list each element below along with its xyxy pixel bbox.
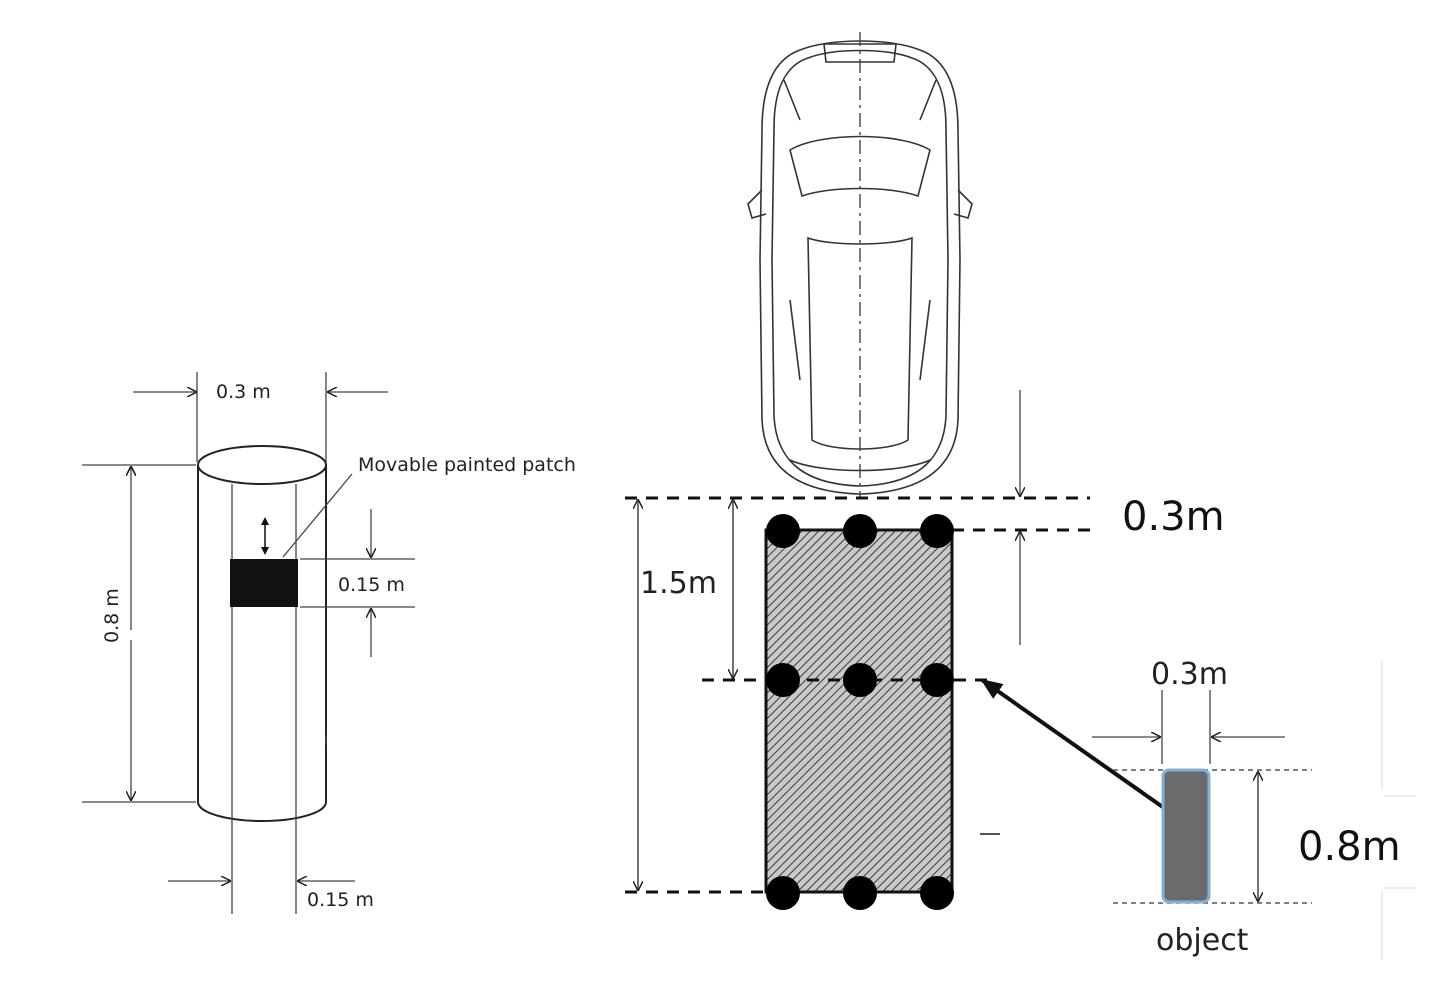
test-point [843,663,877,697]
top-gap-label: 0.3m [1122,494,1225,540]
painted-patch [230,559,298,607]
test-point [843,514,877,548]
test-point [843,876,877,910]
cylinder-width-dimension: 0.3 m [133,372,388,462]
object-label: object [1156,923,1249,958]
patch-height-label: 0.15 m [338,574,405,596]
test-point [920,514,954,548]
object-width-label: 0.3m [1151,657,1228,692]
zone-depth-label: 1.5m [640,566,717,601]
car-top-view [747,32,973,498]
patch-callout-label: Movable painted patch [358,454,576,476]
object-height-label: 0.8m [1298,824,1401,870]
top-gap-dimension: 0.3m [625,390,1225,645]
patch-height-dimension: 0.15 m [300,509,415,657]
test-points [766,514,954,910]
cylinder-width-label: 0.3 m [216,381,271,403]
stripe-width-dimension: 0.15 m [168,881,374,911]
stripe-width-label: 0.15 m [307,889,374,911]
test-point [920,876,954,910]
object-pointer-arrow [980,678,1186,824]
cylinder-target-drawing: 0.3 m Movable painted patch 0.15 m [82,372,576,914]
patch-move-arrow [261,517,269,555]
zone-depth-dimension: 1.5m [638,500,733,890]
cylinder-body [197,445,327,914]
object-pillar [1161,768,1211,904]
cylinder-height-dimension: 0.8 m [82,464,196,803]
test-zone [764,528,954,894]
cylinder-height-label: 0.8 m [101,588,123,643]
test-point [766,876,800,910]
object-inset: 0.3m 0.8m object [1092,657,1416,960]
test-point [766,663,800,697]
test-point [920,663,954,697]
test-point [766,514,800,548]
